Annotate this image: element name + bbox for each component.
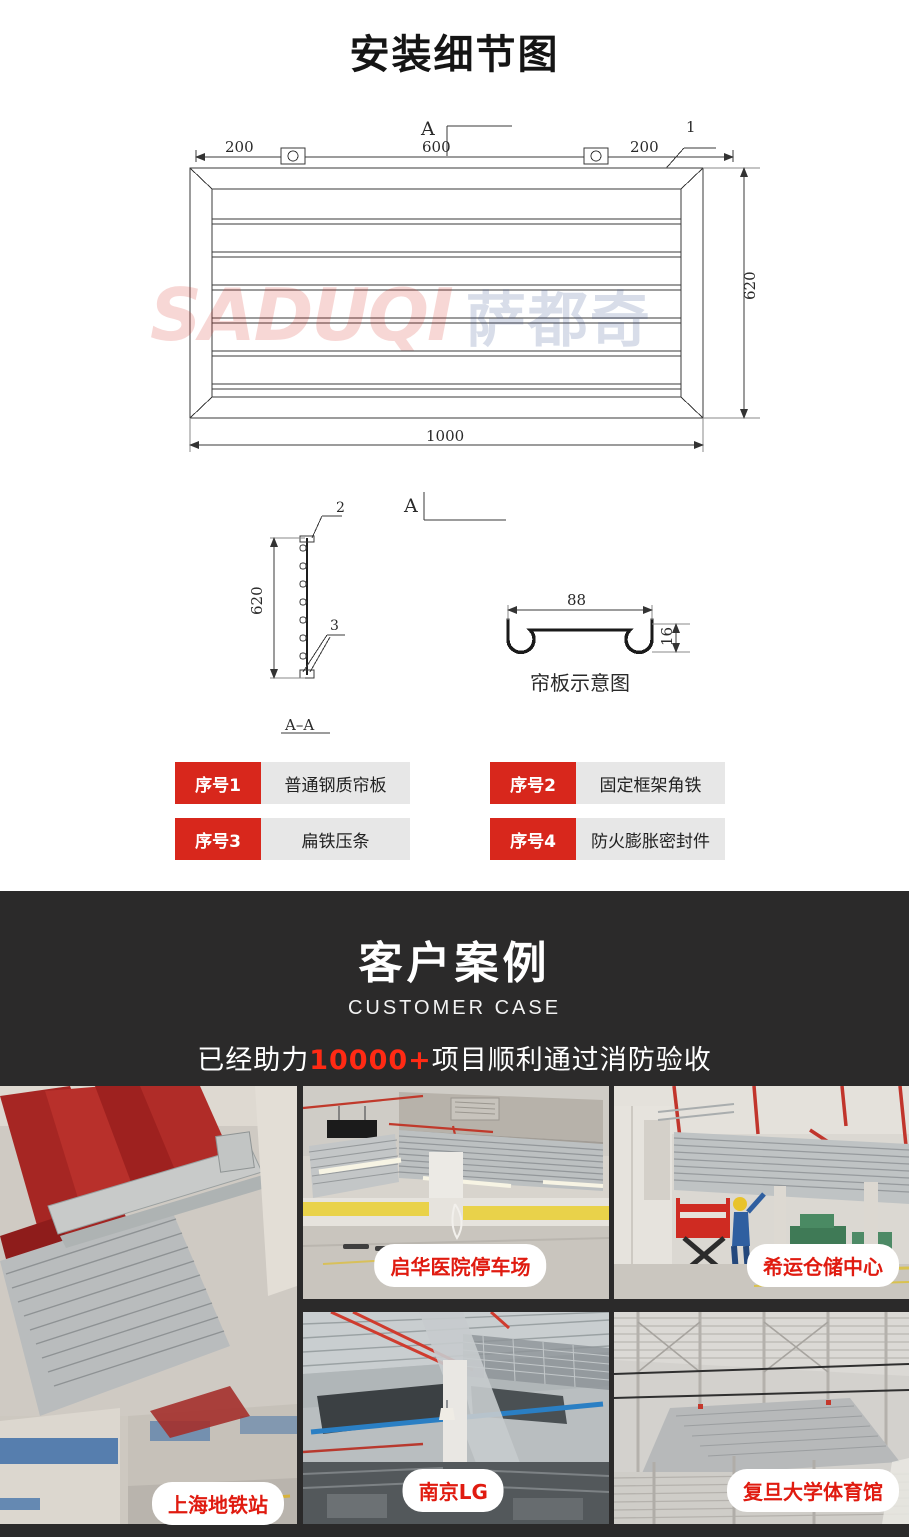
callout-2: 2 (336, 500, 345, 516)
legend-gap-2 (410, 818, 490, 860)
legend-item-4: 序号4 防火膨胀密封件 (490, 818, 725, 860)
section-marker-top: A (420, 118, 435, 140)
legend-item-3: 序号3 扁铁压条 (175, 818, 410, 860)
subtitle-highlight: 10000+ (309, 1045, 432, 1076)
legend-item-3-number: 序号3 (175, 818, 261, 860)
photo-nanjing-lg-art (302, 1312, 609, 1524)
legend-gap (410, 762, 490, 804)
customer-case-subtitle: 已经助力10000+项目顺利通过消防验收 (0, 1038, 909, 1077)
dim-plate-width: 88 (567, 591, 586, 609)
customer-case-heading-en: CUSTOMER CASE (347, 997, 562, 1019)
photo-caption-xiyun: 希运仓储中心 (747, 1244, 899, 1287)
photo-xiyun-warehouse[interactable]: 希运仓储中心 (614, 1086, 909, 1299)
photo-qihua-art (302, 1086, 609, 1299)
callout-1: 1 (686, 118, 696, 136)
photo-large-left[interactable] (0, 1086, 297, 1524)
dim-plate-thickness: 16 (658, 627, 676, 646)
dim-top-center: 600 (422, 138, 451, 156)
photo-caption-qihua: 启华医院停车场 (374, 1244, 547, 1287)
photo-qihua-hospital-parking[interactable]: 启华医院停车场 (302, 1086, 609, 1299)
legend-item-1-number: 序号1 (175, 762, 261, 804)
legend-item-2-number: 序号2 (490, 762, 576, 804)
dim-top-left: 200 (225, 138, 254, 156)
dim-right-height: 620 (741, 271, 759, 300)
photo-fudan-gym-art (614, 1312, 909, 1524)
dim-top-right: 200 (630, 138, 659, 156)
legend-item-4-name: 防火膨胀密封件 (576, 818, 725, 860)
technical-drawing: 200 600 200 A 1 620 1000 A 2 3 620 A–A 8… (0, 100, 909, 760)
section-marker-mid: A (403, 495, 418, 517)
legend-item-2-name: 固定框架角铁 (576, 762, 725, 804)
dim-bottom-width: 1000 (426, 427, 464, 445)
dim-section-height: 620 (248, 586, 266, 615)
drawing-svg: 200 600 200 A 1 620 1000 A 2 3 620 A–A 8… (189, 118, 760, 734)
curtain-plate-caption: 帘板示意图 (530, 671, 630, 695)
legend-item-4-number: 序号4 (490, 818, 576, 860)
section-view-label: A–A (284, 716, 314, 734)
case-photo-grid: 启华医院停车场 (0, 1086, 909, 1537)
subtitle-suffix: 项目顺利通过消防验收 (431, 1045, 712, 1076)
photo-large-left-art (0, 1086, 297, 1524)
page-title: 安装细节图 (349, 32, 560, 78)
subtitle-prefix: 已经助力 (197, 1045, 310, 1076)
legend-item-1-name: 普通钢质帘板 (261, 762, 410, 804)
callout-3: 3 (330, 618, 339, 634)
photo-caption-nanjing-lg: 南京LG (402, 1469, 504, 1512)
photo-nanjing-lg[interactable]: 南京LG (302, 1312, 609, 1524)
legend-item-1: 序号1 普通钢质帘板 (175, 762, 410, 804)
photo-caption-fudan: 复旦大学体育馆 (727, 1469, 899, 1512)
legend-item-3-name: 扁铁压条 (261, 818, 410, 860)
legend-table: 序号1 普通钢质帘板 序号2 固定框架角铁 序号3 扁铁压条 序号4 防火膨胀密… (175, 762, 735, 860)
photo-fudan-gym[interactable]: 复旦大学体育馆 (614, 1312, 909, 1524)
legend-item-2: 序号2 固定框架角铁 (490, 762, 725, 804)
customer-case-heading-cn: 客户案例 (358, 938, 551, 989)
